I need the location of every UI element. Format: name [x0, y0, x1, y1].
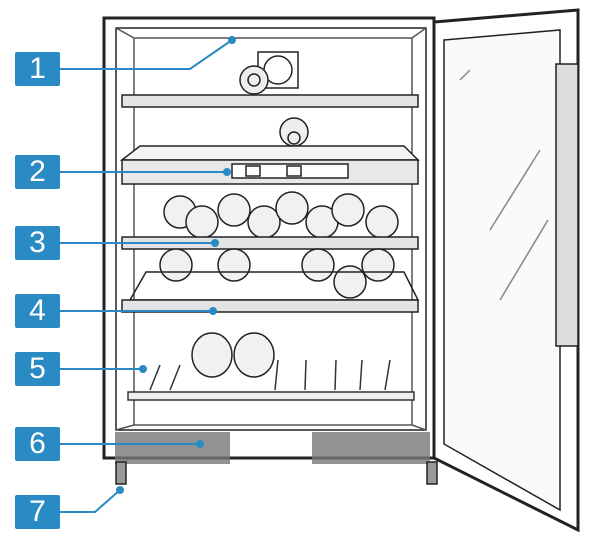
callout-6: 6 [15, 427, 60, 461]
cabinet-inner [115, 27, 427, 431]
foot-right [426, 461, 438, 485]
shelf-1 [121, 94, 419, 108]
door-handle [555, 63, 579, 347]
callout-4: 4 [15, 294, 60, 328]
bottles-bottom [191, 332, 275, 378]
foot-left [115, 461, 127, 485]
callout-3: 3 [15, 226, 60, 260]
callout-7: 7 [15, 495, 60, 529]
ventilation-grille [115, 432, 430, 464]
bottles-row-4 [159, 248, 395, 299]
callout-1: 1 [15, 52, 60, 86]
callout-5: 5 [15, 352, 60, 386]
bottom-rack [127, 359, 415, 401]
callout-2: 2 [15, 155, 60, 189]
shelf-2 [119, 145, 420, 161]
leader-lines [60, 36, 236, 513]
door-glass [443, 29, 561, 512]
shelf-4 [121, 299, 419, 313]
bottles-row-3 [163, 191, 399, 239]
bottle-top-1 [239, 65, 269, 95]
